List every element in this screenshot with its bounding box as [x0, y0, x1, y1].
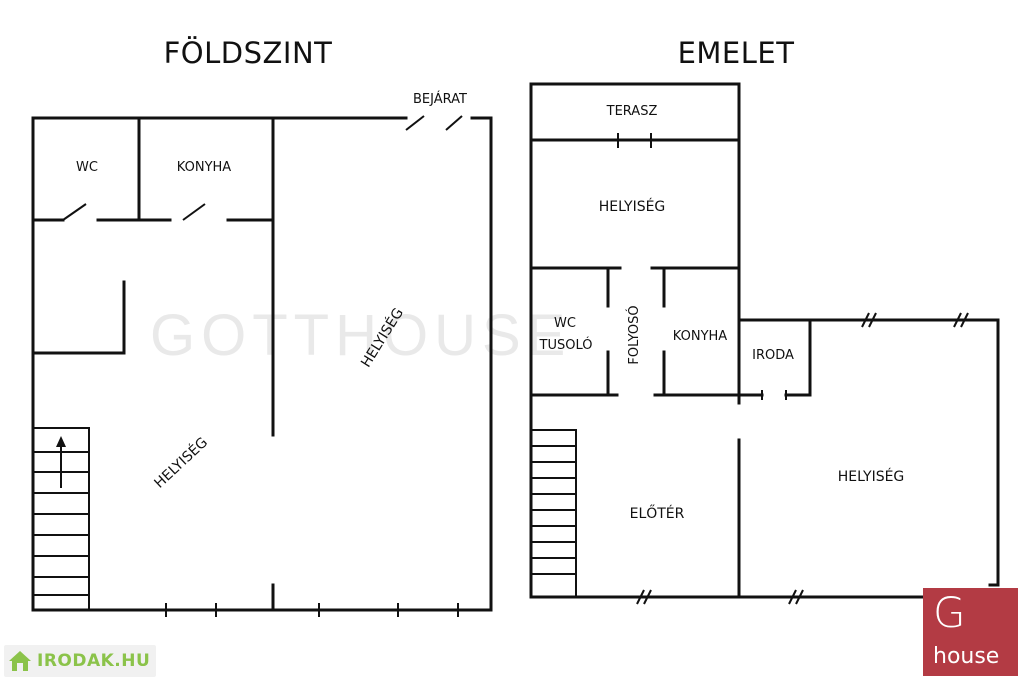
upper-floor-walls	[529, 82, 1000, 599]
upper-floor-stairs	[530, 429, 577, 598]
entrance-label: BEJÁRAT	[413, 91, 467, 107]
ghouse-logo: G house	[923, 588, 1018, 676]
house-icon	[9, 651, 31, 671]
upper-wc-label: WC	[554, 316, 576, 331]
ground-kitchen-label: KONYHA	[177, 160, 231, 175]
upper-room-top-label: HELYISÉG	[599, 198, 666, 215]
office-label: IRODA	[752, 348, 794, 363]
ghouse-logo-word: house	[933, 644, 1000, 669]
stair-arrow-icon	[56, 436, 66, 447]
terrace-label: TERASZ	[606, 104, 658, 119]
watermark-text: GOTTHOUSE	[150, 303, 571, 368]
upper-room-right-label: HELYISÉG	[838, 468, 905, 485]
corridor-label: FOLYOSÓ	[626, 305, 642, 364]
irodak-logo: IRODAK.HU	[4, 645, 156, 677]
ground-floor-title: FÖLDSZINT	[164, 36, 333, 70]
ground-floor-stairs	[32, 427, 90, 611]
ground-wc-label: WC	[76, 160, 98, 175]
upper-shower-label: TUSOLÓ	[539, 337, 593, 353]
upper-floor-windows	[636, 312, 969, 605]
ghouse-logo-letter: G	[933, 588, 966, 637]
hall-label: ELŐTÉR	[630, 504, 685, 522]
irodak-logo-text: IRODAK.HU	[37, 651, 151, 671]
upper-kitchen-label: KONYHA	[673, 329, 727, 344]
upper-floor-title: EMELET	[678, 36, 795, 70]
ground-floor-walls	[31, 116, 493, 612]
ground-floor-doors	[62, 115, 463, 617]
ground-room-left-label: HELYISÉG	[151, 434, 211, 492]
